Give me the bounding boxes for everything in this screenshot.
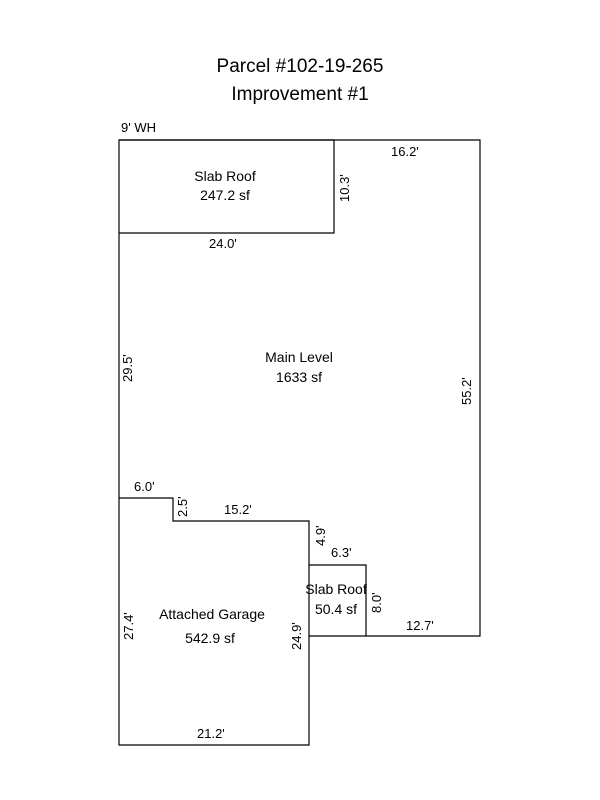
dim-10-3: 10.3' bbox=[337, 174, 352, 202]
improvement-title: Improvement #1 bbox=[231, 84, 369, 105]
dim-6-0: 6.0' bbox=[134, 479, 155, 494]
dim-24-0: 24.0' bbox=[209, 236, 237, 251]
garage-name: Attached Garage bbox=[159, 606, 265, 622]
dim-27-4: 27.4' bbox=[121, 612, 136, 640]
dim-15-2: 15.2' bbox=[224, 502, 252, 517]
dim-8-0: 8.0' bbox=[369, 592, 384, 613]
dim-12-7: 12.7' bbox=[406, 618, 434, 633]
garage-outline bbox=[118, 498, 310, 746]
slab-roof-top-size: 247.2 sf bbox=[200, 187, 250, 203]
dim-16-2: 16.2' bbox=[391, 144, 419, 159]
dim-2-5: 2.5' bbox=[175, 496, 190, 517]
slab-roof-top-outline bbox=[119, 139, 335, 234]
parcel-title: Parcel #102-19-265 bbox=[216, 56, 384, 77]
slab-roof-small-outline bbox=[309, 564, 367, 636]
slab-roof-top-name: Slab Roof bbox=[194, 168, 256, 184]
main-level-outline bbox=[118, 139, 481, 637]
garage-size: 542.9 sf bbox=[185, 630, 235, 646]
dim-24-9: 24.9' bbox=[289, 622, 304, 650]
slab-roof-small-size: 50.4 sf bbox=[315, 601, 357, 617]
dim-55-2: 55.2' bbox=[459, 377, 474, 405]
main-level-name: Main Level bbox=[265, 349, 333, 365]
wh-label: 9' WH bbox=[121, 120, 156, 135]
dim-6-3: 6.3' bbox=[331, 545, 352, 560]
main-level-size: 1633 sf bbox=[276, 369, 322, 385]
dim-29-5: 29.5' bbox=[120, 354, 135, 382]
dim-4-9: 4.9' bbox=[313, 525, 328, 546]
slab-roof-small-name: Slab Roof bbox=[305, 581, 367, 597]
dim-21-2: 21.2' bbox=[197, 726, 225, 741]
